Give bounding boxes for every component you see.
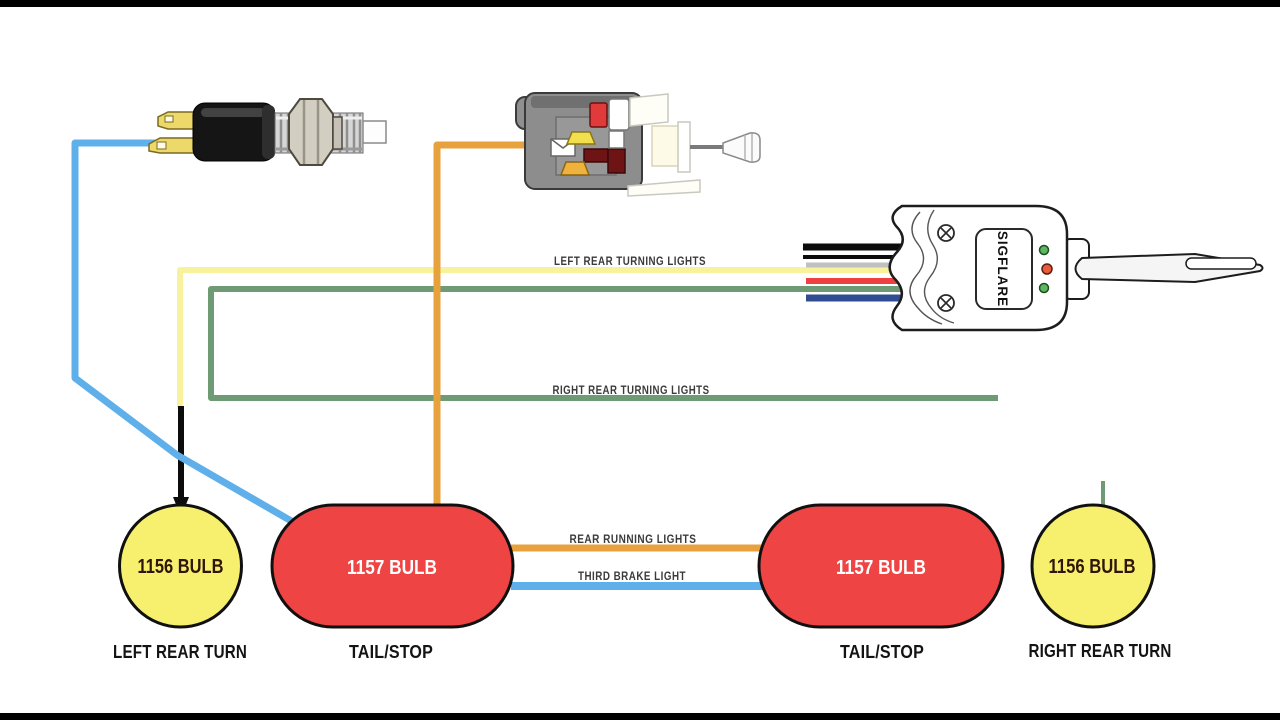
flasher-lever (1074, 252, 1264, 284)
switch-knob (722, 132, 761, 163)
led-red-middle (1041, 263, 1053, 275)
hex-nut (288, 98, 334, 166)
plunger-tip (362, 120, 387, 144)
terminal-amber (559, 161, 591, 176)
wire-left-rear-turn (177, 267, 922, 409)
label-third-brake: THIRD BRAKE LIGHT (578, 569, 686, 583)
bulb-right-tail-text: 1157 BULB (836, 557, 926, 579)
terminal-red (589, 102, 608, 128)
bulb-left-tail-text: 1157 BULB (347, 557, 437, 579)
bulb-left-turn-text: 1156 BULB (138, 556, 224, 578)
bulb-right-turn-text: 1156 BULB (1049, 556, 1136, 578)
wire-switch-to-tail (433, 141, 530, 506)
screw-bottom (937, 294, 955, 312)
switch-rod (690, 145, 724, 149)
caption-right-tail-stop: TAIL/STOP (840, 641, 924, 662)
wire-right-rear-turn (208, 286, 998, 401)
screw-top (937, 224, 955, 242)
spade-terminal-top (157, 111, 199, 130)
bulb-left-turn (118, 503, 243, 629)
label-rear-running: REAR RUNNING LIGHTS (570, 532, 697, 546)
bulb-right-turn (1030, 503, 1156, 629)
label-panel (975, 228, 1033, 310)
connector-outline (627, 93, 701, 197)
letterbox-top (0, 0, 1280, 7)
bulb-right-tail (757, 503, 1005, 629)
led-green-top (1038, 244, 1050, 256)
spade-terminal-bottom (148, 137, 199, 154)
sigflare-label: SIGFLARE (995, 231, 1010, 307)
letterbox-bottom (0, 713, 1280, 720)
brake-light-switch (148, 98, 387, 166)
headlight-switch (515, 92, 761, 197)
label-right-rear-turning: RIGHT REAR TURNING LIGHTS (553, 383, 710, 397)
terminal-darkred-1 (583, 148, 609, 163)
terminal-yellow (565, 131, 597, 145)
wire-brake-to-tail (71, 139, 295, 526)
lever-slot (1185, 257, 1257, 270)
caption-left-rear-turn: LEFT REAR TURN (113, 641, 247, 662)
bulb-left-tail (270, 503, 515, 629)
sigflare-switch: SIGFLARE (888, 204, 1264, 332)
led-green-bottom (1038, 282, 1050, 294)
caption-left-tail-stop: TAIL/STOP (349, 641, 433, 662)
label-left-rear-turning: LEFT REAR TURNING LIGHTS (554, 254, 706, 268)
caption-right-rear-turn: RIGHT REAR TURN (1029, 640, 1172, 661)
terminal-darkred-2 (607, 148, 626, 174)
